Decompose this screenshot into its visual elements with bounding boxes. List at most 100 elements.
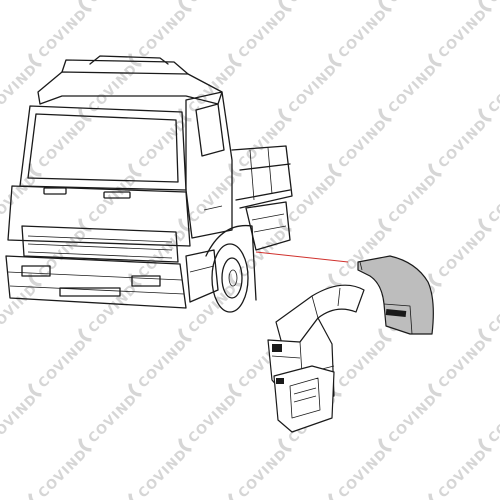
watermark-logo-icon — [178, 0, 192, 12]
watermark-logo-icon — [78, 108, 92, 122]
watermark-mark: COVIND — [378, 391, 441, 452]
watermark-text: COVIND — [36, 6, 91, 61]
watermark-logo-icon — [378, 218, 392, 232]
watermark-mark: COVIND — [0, 61, 41, 116]
watermark-text: COVIND — [436, 446, 491, 500]
watermark-text: COVIND — [386, 61, 441, 116]
watermark-mark: COVIND — [378, 171, 441, 232]
watermark-logo-icon — [178, 328, 192, 342]
watermark-logo-icon — [428, 273, 442, 287]
watermark-text: COVIND — [236, 226, 291, 281]
watermark-text: COVIND — [486, 0, 500, 6]
watermark-logo-icon — [478, 218, 492, 232]
watermark-text: COVIND — [136, 226, 191, 281]
watermark-logo-icon — [78, 438, 92, 452]
watermark-logo-icon — [278, 438, 292, 452]
watermark-text: COVIND — [286, 61, 341, 116]
watermark-mark: COVIND — [478, 391, 500, 452]
watermark-logo-icon — [128, 493, 142, 500]
watermark-text: COVIND — [286, 0, 341, 6]
watermark-text: COVIND — [436, 226, 491, 281]
watermark-mark: COVIND — [28, 336, 91, 397]
watermark-mark: COVIND — [128, 6, 191, 67]
watermark-logo-icon — [128, 163, 142, 177]
watermark-mark: COVIND — [328, 116, 391, 177]
watermark-logo-icon — [178, 108, 192, 122]
watermark-mark: COVIND — [478, 281, 500, 342]
watermark-logo-icon — [228, 273, 242, 287]
watermark-text: COVIND — [0, 0, 41, 6]
watermark-mark: COVIND — [178, 61, 241, 122]
watermark-mark: COVIND — [128, 116, 191, 177]
watermark-logo-icon — [28, 493, 42, 500]
leader-line — [255, 251, 349, 263]
watermark-mark: COVIND — [478, 171, 500, 232]
watermark-mark: COVIND — [428, 336, 491, 397]
watermark-logo-icon — [378, 438, 392, 452]
watermark-mark: COVIND — [328, 6, 391, 67]
watermark-text: COVIND — [0, 281, 41, 336]
watermark-text: COVIND — [486, 391, 500, 446]
watermark-mark: COVIND — [478, 61, 500, 122]
watermark-text: COVIND — [236, 446, 291, 500]
watermark-logo-icon — [328, 163, 342, 177]
watermark-logo-icon — [478, 108, 492, 122]
watermark-logo-icon — [78, 328, 92, 342]
watermark-text: COVIND — [336, 116, 391, 171]
watermark-mark: COVIND — [278, 0, 341, 12]
watermark-mark: COVIND — [428, 6, 491, 67]
watermark-mark: COVIND — [328, 446, 391, 500]
watermark-logo-icon — [228, 383, 242, 397]
watermark-logo-icon — [428, 383, 442, 397]
watermark-text: COVIND — [336, 446, 391, 500]
watermark-logo-icon — [78, 0, 92, 12]
watermark-mark: COVIND — [78, 0, 141, 12]
watermark-logo-icon — [328, 53, 342, 67]
watermark-logo-icon — [128, 383, 142, 397]
watermark-mark: COVIND — [0, 0, 41, 6]
watermark-mark: COVIND — [328, 336, 391, 397]
watermark-mark: COVIND — [378, 61, 441, 122]
watermark-text: COVIND — [336, 336, 391, 391]
watermark-logo-icon — [128, 53, 142, 67]
watermark-text: COVIND — [186, 0, 241, 6]
watermark-logo-icon — [378, 328, 392, 342]
watermark-mark: COVIND — [478, 0, 500, 12]
watermark-text: COVIND — [386, 0, 441, 6]
watermark-logo-icon — [478, 438, 492, 452]
watermark-logo-icon — [28, 53, 42, 67]
watermark-text: COVIND — [436, 6, 491, 61]
truck-cab-drawing — [5, 55, 293, 313]
watermark-mark: COVIND — [278, 171, 341, 232]
watermark-logo-icon — [428, 493, 442, 500]
watermark-mark: COVIND — [428, 446, 491, 500]
watermark-logo-icon — [278, 0, 292, 12]
watermark-logo-icon — [478, 0, 492, 12]
watermark-logo-icon — [228, 163, 242, 177]
watermark-text: COVIND — [386, 171, 441, 226]
watermark-text: COVIND — [86, 0, 141, 6]
watermark-mark: COVIND — [178, 391, 241, 452]
watermark-logo-icon — [28, 383, 42, 397]
watermark-mark: COVIND — [278, 61, 341, 122]
watermark-text: COVIND — [136, 446, 191, 500]
watermark-mark: COVIND — [428, 116, 491, 177]
watermark-text: COVIND — [286, 171, 341, 226]
watermark-logo-icon — [378, 0, 392, 12]
watermark-logo-icon — [428, 163, 442, 177]
watermark-logo-icon — [478, 328, 492, 342]
watermark-text: COVIND — [236, 116, 291, 171]
watermark-mark: COVIND — [28, 116, 91, 177]
watermark-logo-icon — [328, 273, 342, 287]
watermark-text: COVIND — [86, 391, 141, 446]
watermark-logo-icon — [378, 108, 392, 122]
watermark-logo-icon — [78, 218, 92, 232]
watermark-text: COVIND — [486, 171, 500, 226]
watermark-logo-icon — [128, 273, 142, 287]
watermark-text: COVIND — [0, 391, 41, 446]
watermark-text: COVIND — [486, 61, 500, 116]
watermark-logo-icon — [228, 53, 242, 67]
watermark-text: COVIND — [36, 336, 91, 391]
